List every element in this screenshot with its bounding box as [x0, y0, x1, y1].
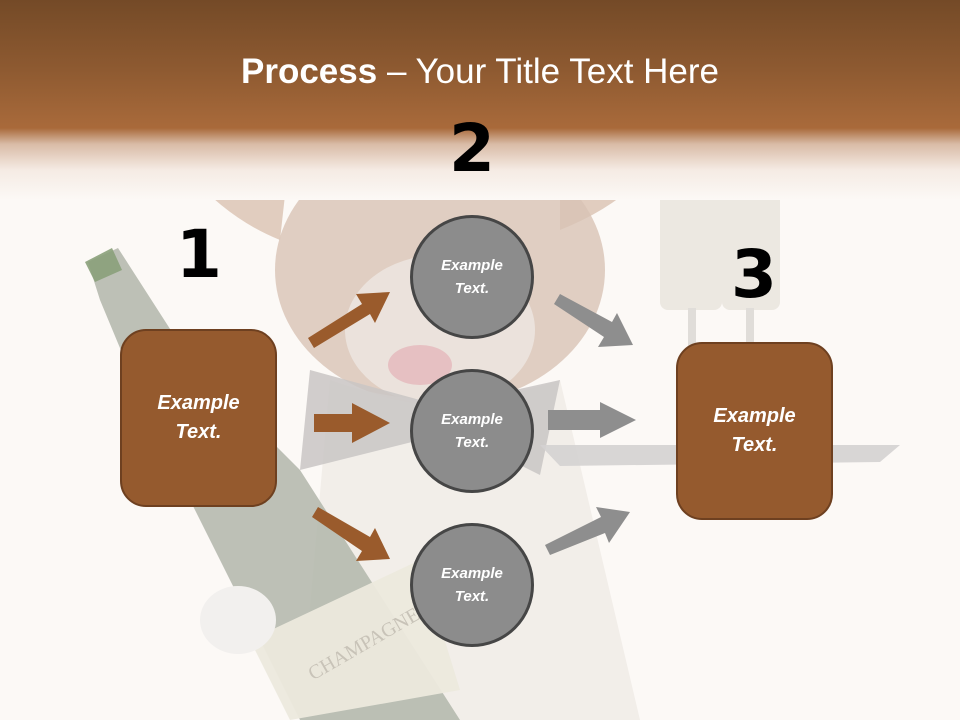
header-band — [0, 0, 960, 200]
circle-1-text-line1: Example — [441, 257, 503, 274]
step-number-2: 2 — [449, 110, 495, 187]
arrow-right-icon — [314, 403, 390, 443]
arrow-right-icon-2 — [548, 402, 636, 438]
step-3-text-line2: Text. — [731, 434, 778, 456]
circle-2-text-line1: Example — [441, 411, 503, 428]
step-2-circle-3[interactable]: Example Text. — [410, 523, 534, 647]
step-2-circle-1[interactable]: Example Text. — [410, 215, 534, 339]
title-bold: Process — [241, 52, 378, 91]
slide-title: Process – Your Title Text Here — [0, 52, 960, 92]
circle-2-text-line2: Text. — [454, 434, 490, 451]
step-1-box[interactable]: Example Text. — [120, 329, 277, 507]
circle-3-text-line1: Example — [441, 565, 503, 582]
arrow-right-down-icon-2 — [554, 294, 633, 347]
circle-3-text-line2: Text. — [454, 588, 490, 605]
arrow-right-up-icon — [308, 292, 390, 348]
arrow-right-up-icon-2 — [545, 507, 630, 555]
arrow-right-down-icon — [312, 507, 390, 561]
step-1-text-line2: Text. — [175, 421, 222, 443]
step-3-box[interactable]: Example Text. — [676, 342, 833, 520]
title-rest: – Your Title Text Here — [377, 52, 719, 91]
step-number-1: 1 — [176, 216, 222, 293]
step-2-circle-2[interactable]: Example Text. — [410, 369, 534, 493]
step-number-3: 3 — [731, 236, 777, 313]
circle-1-text-line2: Text. — [454, 280, 490, 297]
step-3-text-line1: Example — [713, 405, 796, 427]
step-1-text-line1: Example — [157, 392, 240, 414]
